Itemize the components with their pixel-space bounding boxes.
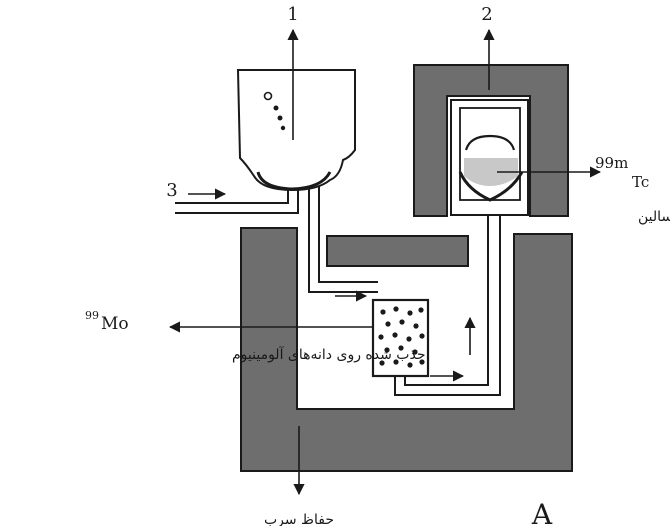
collection-vial-shield — [413, 64, 569, 217]
vial-liquid — [464, 158, 518, 186]
tc-symbol: Tc — [632, 173, 649, 191]
mo-symbol: Mo — [101, 314, 129, 334]
vial-neck — [464, 134, 516, 151]
mo-caption: جذب شده روی دانه‌های آلومینیوم — [232, 346, 425, 363]
lead-shield — [240, 227, 573, 472]
panel-label-a: A — [531, 498, 553, 526]
label-3: 3 — [166, 180, 177, 201]
tubing — [175, 140, 501, 396]
reservoir-seal — [256, 171, 332, 191]
reservoir-bubbles — [263, 91, 286, 131]
lead-shield-bar — [326, 235, 469, 267]
tc-caption: در سالین — [638, 209, 670, 225]
arrows — [168, 28, 602, 496]
label-2: 2 — [481, 4, 492, 25]
vial-seal — [458, 171, 524, 202]
alumina-beads — [378, 306, 425, 368]
tc-mass: 99m — [595, 154, 628, 172]
label-1: 1 — [287, 4, 298, 25]
lead-caption: حفاظ سرب — [264, 512, 334, 526]
mo-mass: 99 — [85, 309, 99, 322]
saline-reservoir — [236, 69, 356, 192]
